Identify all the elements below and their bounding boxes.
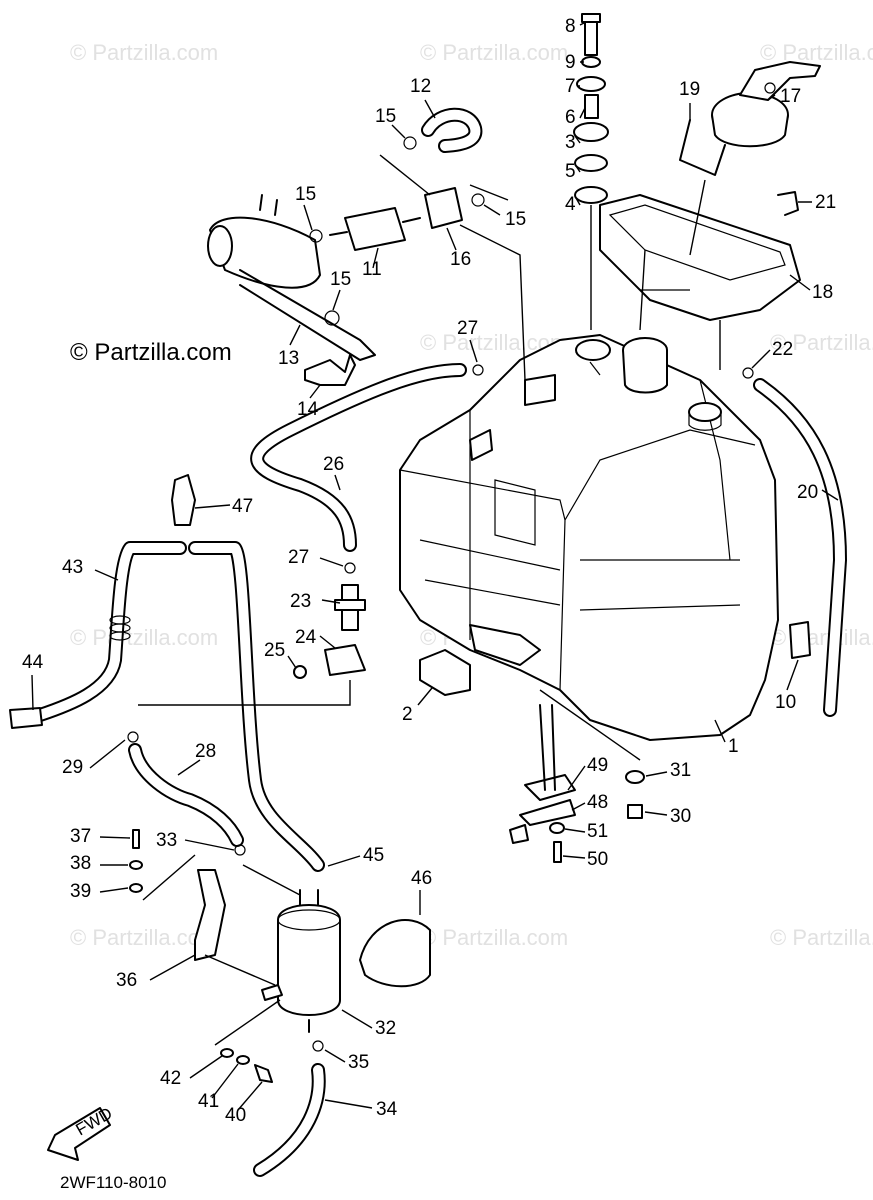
part-label: 43 xyxy=(62,557,83,578)
part-label: 12 xyxy=(410,76,431,97)
part-label: 13 xyxy=(278,348,299,369)
part-label: 3 xyxy=(565,132,576,153)
part-label: 51 xyxy=(587,821,608,842)
part-label: 38 xyxy=(70,853,91,874)
watermark: © Partzilla.com xyxy=(70,40,218,65)
part-label: 45 xyxy=(363,845,384,866)
storage-tray xyxy=(599,194,801,321)
bracket-14 xyxy=(304,354,356,386)
diagram-code: 2WF110-8010 xyxy=(60,1173,166,1192)
part-labels: 8 9 7 6 3 5 4 12 15 15 15 15 11 16 13 14… xyxy=(22,16,836,1126)
part-label: 6 xyxy=(565,107,576,128)
part-label: 49 xyxy=(587,755,608,776)
part-label: 20 xyxy=(797,482,818,503)
part-label: 11 xyxy=(362,259,382,280)
part-label: 8 xyxy=(565,16,576,37)
part-label: 34 xyxy=(376,1099,398,1120)
part-label: 36 xyxy=(116,970,137,991)
part-label: 15 xyxy=(330,269,351,290)
watermark: © Partzilla.com xyxy=(760,40,873,65)
bracket-36 xyxy=(194,869,226,961)
part-label: 14 xyxy=(297,399,319,420)
part-label: 47 xyxy=(232,496,253,517)
watermark: © Partzilla.com xyxy=(420,40,568,65)
part-label: 48 xyxy=(587,792,608,813)
part-label: 15 xyxy=(295,184,316,205)
watermark: © Partzilla.com xyxy=(770,625,873,650)
part-label: 19 xyxy=(679,79,700,100)
hose-clips xyxy=(309,136,485,326)
part-label: 32 xyxy=(375,1018,396,1039)
washers xyxy=(129,829,273,1083)
watermark: © Partzilla.com xyxy=(770,330,873,355)
watermark-strong: © Partzilla.com xyxy=(70,339,232,366)
clip-10 xyxy=(789,621,811,659)
part-label: 22 xyxy=(772,339,793,360)
part-label: 17 xyxy=(780,86,801,107)
part-label: 23 xyxy=(290,591,311,612)
clip-21 xyxy=(777,191,799,216)
part-label: 41 xyxy=(198,1091,219,1112)
petcock xyxy=(509,704,576,844)
part-label: 24 xyxy=(295,627,317,648)
mount-stack xyxy=(573,13,609,330)
part-label: 39 xyxy=(70,881,91,902)
watermark: © Partzilla.com xyxy=(70,925,218,950)
part-label: 31 xyxy=(670,760,691,781)
watermark: © Partzilla.com xyxy=(70,625,218,650)
part-label: 21 xyxy=(815,192,836,213)
small-parts xyxy=(549,770,645,863)
part-label: 29 xyxy=(62,757,83,778)
part-label: 16 xyxy=(450,249,471,270)
fuel-cap xyxy=(711,61,821,148)
inline-filter xyxy=(329,207,421,251)
joint-16 xyxy=(424,187,463,229)
part-label: 30 xyxy=(670,806,691,827)
cap-rod xyxy=(679,119,726,176)
part-label: 50 xyxy=(587,849,608,870)
fuel-tank xyxy=(399,334,779,741)
part-label: 15 xyxy=(505,209,526,230)
part-label: 15 xyxy=(375,106,396,127)
fuel-filter xyxy=(261,889,341,1033)
clip-47 xyxy=(171,474,196,526)
part-label: 42 xyxy=(160,1068,181,1089)
part-label: 9 xyxy=(565,52,576,73)
label-leaders xyxy=(31,21,839,1111)
part-label: 46 xyxy=(411,868,432,889)
part-label: 44 xyxy=(22,652,44,673)
part-label: 1 xyxy=(728,736,739,757)
valve-23 xyxy=(293,584,366,679)
fwd-arrow: FWD xyxy=(47,1104,116,1161)
canister xyxy=(207,194,376,361)
part-label: 2 xyxy=(402,704,413,725)
part-label: 26 xyxy=(323,454,344,475)
watermark: © Partzilla.com xyxy=(420,925,568,950)
rubber-2 xyxy=(419,649,471,696)
part-label: 37 xyxy=(70,826,91,847)
cover-46 xyxy=(359,919,431,988)
part-label: 7 xyxy=(565,76,576,97)
part-label: 4 xyxy=(565,194,576,215)
hose-end-44 xyxy=(9,707,43,729)
watermark: © Partzilla.com xyxy=(770,925,873,950)
part-label: 5 xyxy=(565,161,576,182)
part-label: 35 xyxy=(348,1052,369,1073)
part-label: 40 xyxy=(225,1105,246,1126)
part-label: 27 xyxy=(457,318,478,339)
leader-lines xyxy=(138,154,721,1046)
watermarks: © Partzilla.com © Partzilla.com © Partzi… xyxy=(70,40,873,950)
part-label: 25 xyxy=(264,640,285,661)
part-label: 28 xyxy=(195,741,216,762)
part-label: 18 xyxy=(812,282,833,303)
hose-clips-small xyxy=(127,364,754,1052)
part-label: 33 xyxy=(156,830,177,851)
part-label: 27 xyxy=(288,547,309,568)
part-label: 10 xyxy=(775,692,796,713)
hose-coil xyxy=(109,615,131,641)
